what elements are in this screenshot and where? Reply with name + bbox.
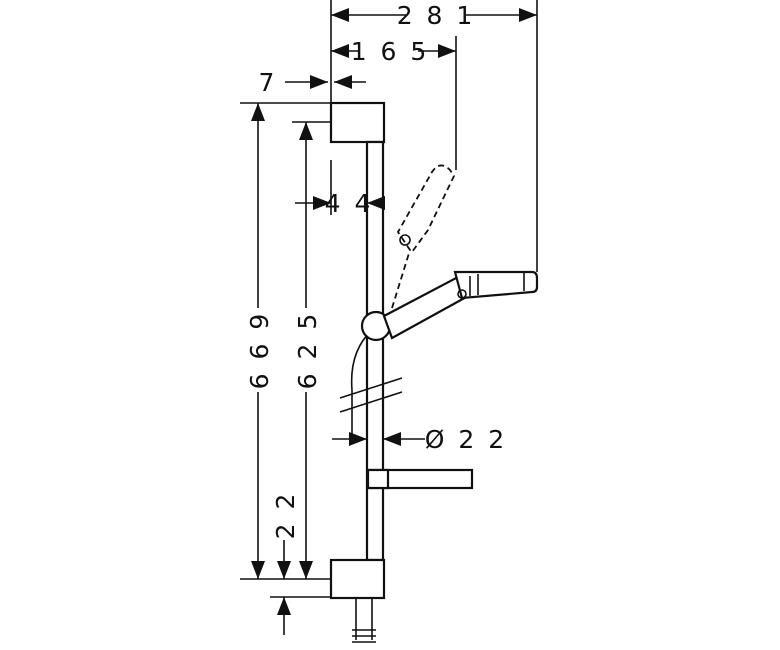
hose-thread	[352, 629, 376, 643]
arrow-669-top	[251, 103, 265, 121]
break-line-upper	[339, 377, 403, 399]
arrow-165-right	[438, 44, 456, 58]
dim-diameter-label: Ø 2 2	[425, 425, 507, 454]
hose-connector	[355, 598, 373, 640]
arrow-281-right	[519, 8, 537, 22]
arrow-7-right	[334, 75, 352, 89]
top-wall-bracket	[329, 101, 386, 144]
arrow-44-left	[313, 196, 331, 210]
arrow-44-right	[367, 196, 385, 210]
arrow-7-left	[310, 75, 328, 89]
arrow-dia-left	[349, 432, 367, 446]
arrow-dia-right	[383, 432, 401, 446]
dim-44-label: 4 4	[325, 189, 374, 218]
arrow-281-left	[331, 8, 349, 22]
dim-669-label: 6 6 9	[245, 311, 274, 390]
dim-165-label: 1 6 5	[351, 37, 430, 66]
dim-22-vertical-label: 2 2	[271, 491, 300, 540]
arrow-22v-top	[277, 561, 291, 579]
arrow-625-top	[299, 122, 313, 140]
handshower-handle	[382, 275, 472, 340]
arrow-669-bottom	[251, 561, 265, 579]
soap-dish-clip	[366, 468, 390, 490]
arrow-625-bottom	[299, 561, 313, 579]
bottom-wall-bracket	[329, 558, 386, 600]
dim-7-label: 7	[259, 68, 278, 97]
handshower-head	[453, 270, 539, 300]
arrow-22v-bottom	[277, 597, 291, 615]
break-line-lower	[339, 391, 403, 413]
handshower-face-lines	[469, 272, 525, 296]
handshower-button	[457, 289, 467, 299]
dim-625-label: 6 2 5	[293, 311, 322, 390]
handshower-alt-button	[399, 234, 411, 246]
dim-281-label: 2 8 1	[397, 1, 476, 30]
handshower-alt-position	[391, 164, 456, 309]
arrow-165-left	[331, 44, 349, 58]
